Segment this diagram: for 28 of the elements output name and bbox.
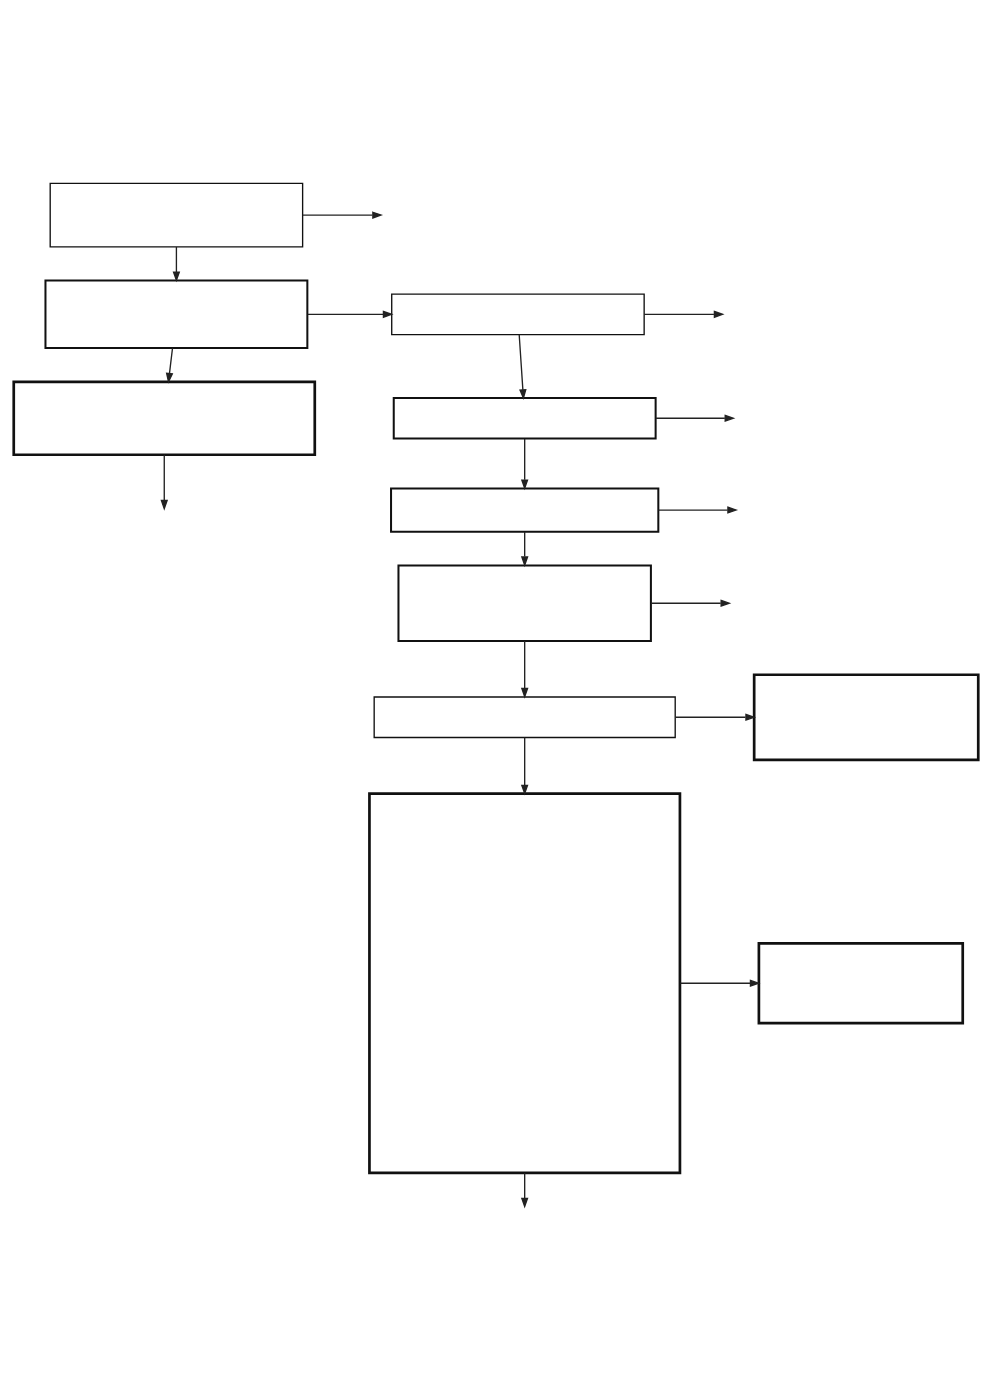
node-box (12, 380, 317, 456)
node-box (368, 791, 682, 1174)
arrow (172, 245, 181, 282)
arrow (643, 310, 725, 318)
node-box (391, 292, 645, 335)
arrow (160, 453, 169, 511)
arrow (674, 713, 757, 721)
arrow (165, 347, 174, 384)
arrow (301, 210, 383, 219)
arrow (518, 333, 527, 400)
arrow (679, 978, 761, 987)
node-box (757, 941, 965, 1024)
arrow (520, 639, 529, 699)
node-box (397, 563, 652, 642)
arrow (307, 310, 394, 318)
arrow (655, 414, 736, 422)
arrow (520, 437, 529, 490)
arrow (520, 1171, 529, 1208)
node-box (373, 695, 676, 738)
node-box (392, 396, 657, 440)
node-box (390, 486, 660, 533)
arrow (650, 598, 732, 607)
node-box (44, 279, 309, 349)
arrow (520, 530, 529, 567)
arrow (657, 505, 739, 514)
node-box (49, 182, 304, 248)
arrow (520, 736, 529, 795)
node-box (752, 672, 980, 761)
